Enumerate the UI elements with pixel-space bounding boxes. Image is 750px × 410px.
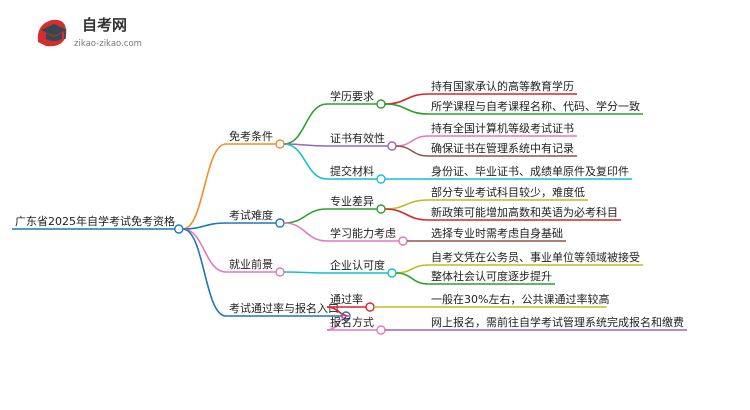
branch-1-dot [275,218,285,228]
branch-0-label: 免考条件 [229,129,273,143]
child-0-2-label: 提交材料 [330,164,374,178]
logo: 自考网 zikao-zikao.com [30,8,160,54]
child-0-2-dot [376,174,386,184]
root-node-label: 广东省2025年自学考试免考资格 [15,214,175,228]
logo-title: 自考网 [82,16,127,34]
leaf-0-1-0-label: 持有全国计算机等级考试证书 [431,121,574,135]
child-3-0-dot [365,302,375,312]
leaf-3-0-0-label: 一般在30%左右，公共课通过率较高 [431,292,609,306]
child-3-1-dot [376,325,386,335]
leaf-link-1-0-1 [384,208,429,221]
child-link-1-1 [283,222,328,242]
branch-link-1 [182,222,227,230]
child-link-2-0 [283,271,328,274]
leaf-2-0-1-label: 整体社会认可度逐步提升 [431,269,552,283]
child-link-0-0 [283,103,328,145]
logo-url: zikao-zikao.com [74,39,142,49]
leaf-1-0-0-label: 部分专业考试科目较少，难度低 [431,185,585,199]
child-0-0-dot [376,99,386,109]
leaf-link-0-0-0 [384,93,429,105]
branch-link-0 [182,143,227,230]
child-link-1-0 [283,208,328,224]
leaf-1-1-0-label: 选择专业时需考虑自身基础 [431,226,563,240]
child-1-1-label: 学习能力考虑 [330,226,396,240]
branch-0-dot [275,139,285,149]
leaf-0-1-1-label: 确保证书在管理系统中有记录 [431,141,574,155]
leaf-link-0-1-1 [395,145,429,157]
child-0-0-label: 学历要求 [330,89,374,103]
leaf-3-1-0-label: 网上报名，需前往自学考试管理系统完成报名和缴费 [431,315,684,329]
branch-1-label: 考试难度 [229,208,273,222]
child-1-0-label: 专业差异 [330,194,374,208]
child-link-0-2 [283,143,328,180]
graduation-cap-logo-icon [37,19,67,47]
leaf-0-2-0-label: 身份证、毕业证书、成绩单原件及复印件 [431,164,629,178]
child-1-1-dot [398,236,408,246]
child-1-0-dot [376,204,386,214]
branch-2-label: 就业前景 [229,257,273,271]
leaf-link-0-0-1 [384,103,429,115]
leaf-1-0-1-label: 新政策可能增加高数和英语为必考科目 [431,205,618,219]
branch-2-dot [275,267,285,277]
leaf-link-0-1-0 [395,135,429,147]
child-2-0-dot [387,268,397,278]
branch-link-3 [182,228,227,317]
child-3-0-label: 通过率 [330,292,363,306]
child-0-1-dot [387,141,397,151]
leaf-link-2-0-1 [395,272,429,285]
leaf-link-1-0-0 [384,199,429,210]
leaf-0-0-0-label: 持有国家承认的高等教育学历 [431,79,574,93]
branch-3-label: 考试通过率与报名入口 [229,301,339,315]
child-2-0-label: 企业认可度 [330,258,385,272]
leaf-2-0-0-label: 自考文凭在公务员、事业单位等领域被接受 [431,250,640,264]
branch-link-2 [182,228,227,273]
leaf-0-0-1-label: 所学课程与自考课程名称、代码、学分一致 [431,99,640,113]
root-connector-dot [174,224,184,234]
child-0-1-label: 证书有效性 [330,131,385,145]
child-3-1-label: 报名方式 [330,315,374,329]
leaf-link-2-0-0 [395,264,429,274]
